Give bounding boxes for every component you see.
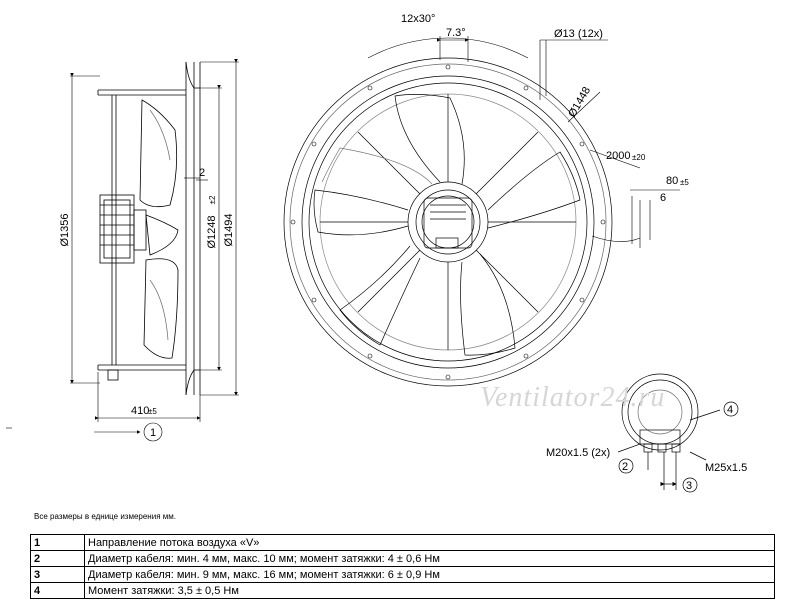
callout-cable-a: 2 bbox=[622, 461, 628, 473]
dim-cable-len-tol: ±20 bbox=[632, 153, 646, 162]
legend-text: Направление потока воздуха «V» bbox=[84, 534, 775, 551]
dim-strip-small: 6 bbox=[660, 192, 666, 204]
side-view bbox=[97, 61, 201, 396]
dim-flange-tol: ±2 bbox=[208, 195, 217, 204]
dim-gland-m25: M25x1.5 bbox=[705, 462, 747, 474]
dim-gland-m20: M20x1.5 (2x) bbox=[546, 447, 610, 459]
dim-side-height: Ø1356 bbox=[59, 213, 71, 246]
dim-holes: Ø13 (12x) bbox=[554, 28, 603, 40]
front-dimensions bbox=[367, 36, 680, 248]
units-note: Все размеры в еднице измерения мм. bbox=[34, 512, 176, 521]
dim-cable-len: 2000 bbox=[606, 150, 630, 162]
dim-strip-len-tol: ±5 bbox=[680, 178, 689, 187]
dim-depth: 410 bbox=[131, 405, 149, 417]
dim-angle-offset: 7.3° bbox=[446, 27, 466, 39]
dim-small-gap: 2 bbox=[199, 167, 205, 179]
legend-num: 4 bbox=[30, 582, 85, 599]
legend-text: Диаметр кабеля: мин. 4 мм, макс. 10 мм; … bbox=[84, 550, 775, 567]
side-dimensions bbox=[6, 59, 239, 442]
bolt-holes bbox=[290, 64, 606, 380]
table-row: 3 Диаметр кабеля: мин. 9 мм, макс. 16 мм… bbox=[30, 566, 775, 583]
table-row: 2 Диаметр кабеля: мин. 4 мм, макс. 10 мм… bbox=[30, 550, 775, 567]
dim-depth-tol: ±5 bbox=[148, 407, 157, 416]
front-view bbox=[283, 57, 613, 387]
legend-num: 2 bbox=[30, 550, 85, 567]
dim-frame-height: Ø1494 bbox=[223, 213, 235, 246]
legend-table: 1 Направление потока воздуха «V» 2 Диаме… bbox=[30, 534, 775, 599]
callout-airflow: 1 bbox=[150, 427, 156, 439]
detail-view bbox=[617, 373, 739, 493]
legend-num: 3 bbox=[30, 566, 85, 583]
dim-strip-len: 80 bbox=[666, 175, 678, 187]
callout-torque: 4 bbox=[727, 404, 733, 416]
watermark: Ventilator24.ru bbox=[480, 382, 666, 413]
table-row: 4 Момент затяжки: 3,5 ± 0,5 Нм bbox=[30, 582, 775, 599]
table-row: 1 Направление потока воздуха «V» bbox=[30, 534, 775, 551]
callout-cable-b: 3 bbox=[686, 480, 692, 492]
legend-text: Диаметр кабеля: мин. 9 мм, макс. 16 мм; … bbox=[84, 566, 775, 583]
dim-flange-height: Ø1248 bbox=[206, 215, 218, 248]
legend-text: Момент затяжки: 3,5 ± 0,5 Нм bbox=[84, 582, 775, 599]
legend-num: 1 bbox=[30, 534, 85, 551]
dim-angle-pitch: 12x30° bbox=[401, 13, 435, 25]
technical-drawing: Ø1356 Ø1248 ±2 Ø1494 410 ±5 2 1 bbox=[6, 13, 747, 493]
